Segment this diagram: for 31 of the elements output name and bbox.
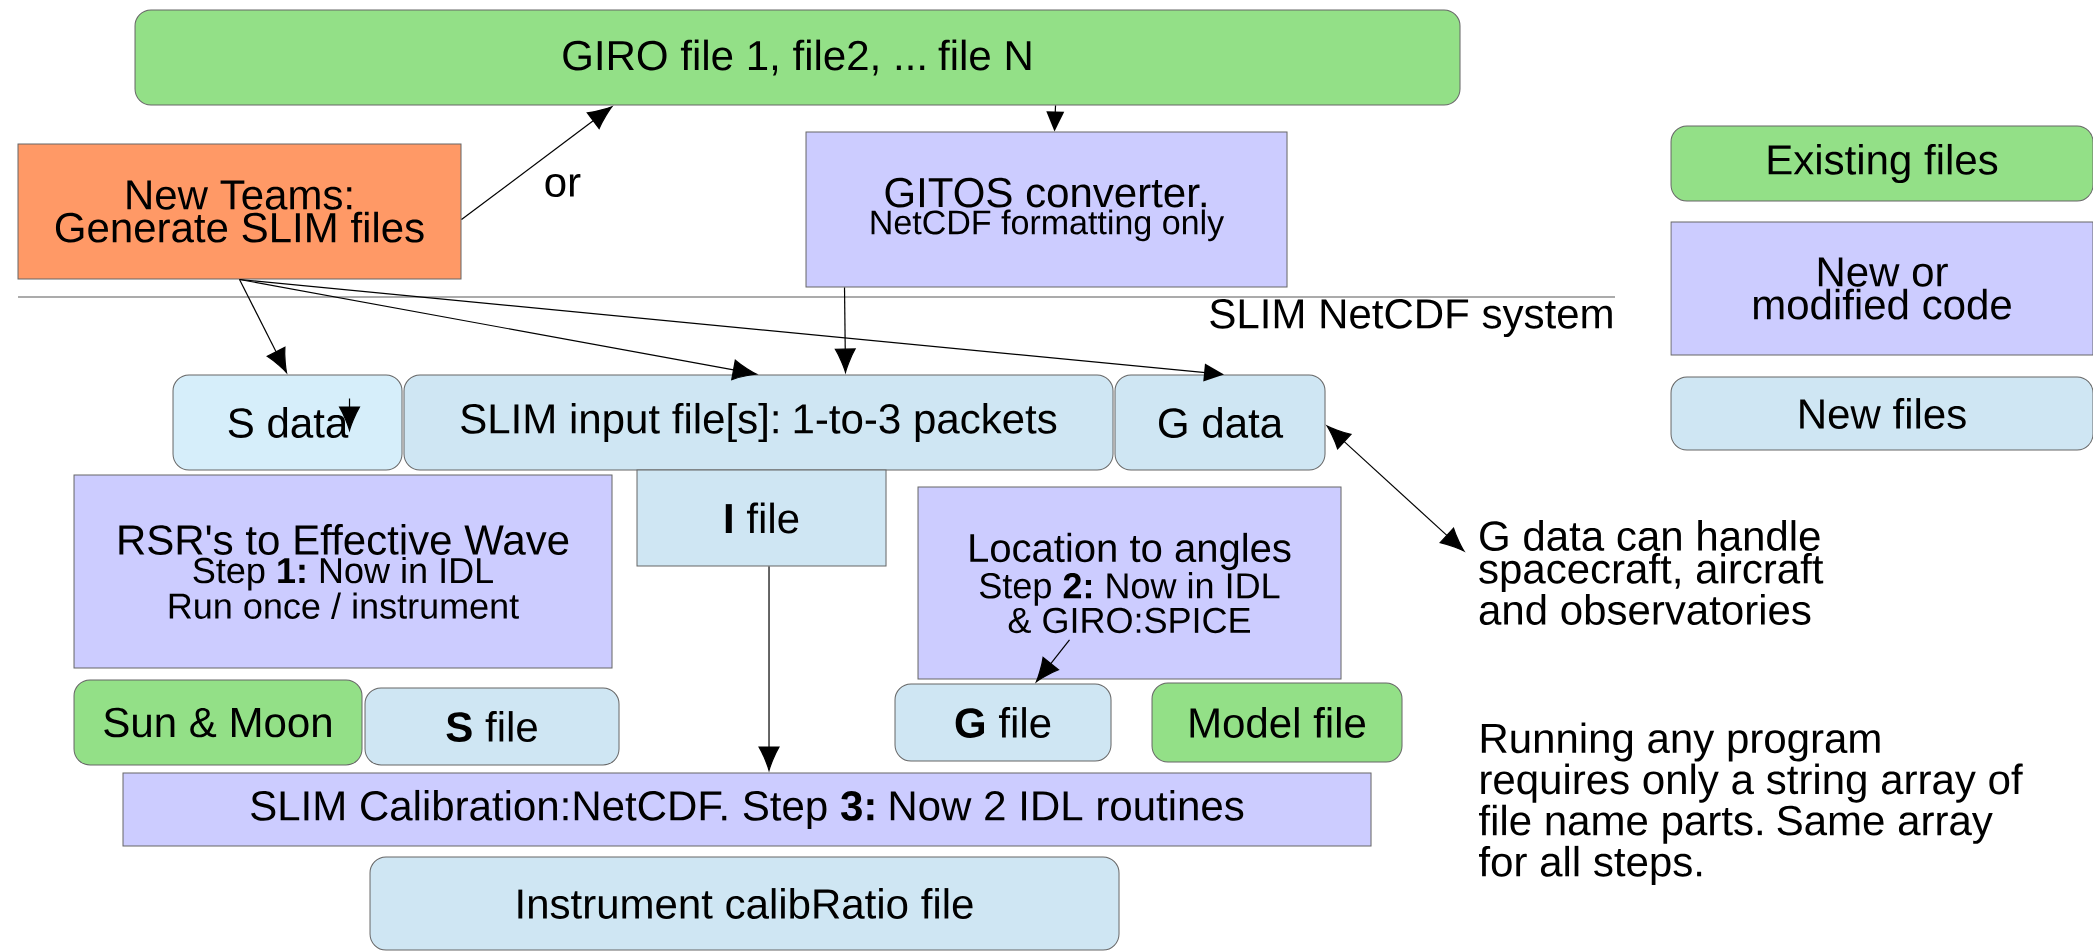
- arrow: [339, 397, 360, 431]
- arrow: [238, 278, 1224, 382]
- file-box: I file: [636, 469, 887, 567]
- file-box: S data: [172, 374, 403, 471]
- arrow: [238, 278, 757, 381]
- note-text: Running any program requires only a string array of file name parts. Same array for all steps.: [1479, 722, 2023, 885]
- file-box: Sun & Moon: [73, 679, 363, 766]
- arrow: [834, 286, 856, 373]
- note-text: G data can handle spacecraft, aircraft and observatories: [1479, 520, 1824, 625]
- file-box: G data: [1114, 374, 1326, 471]
- arrow: [1035, 639, 1071, 683]
- arrow: [1326, 425, 1465, 552]
- arrow: [1046, 104, 1065, 132]
- file-box: Model file: [1151, 682, 1403, 763]
- legend-box: New files: [1670, 376, 2093, 451]
- code-box: Location to angles Step 2: Now in IDL & GIRO:SPICE: [917, 486, 1342, 680]
- code-box: RSR's to Effective Wave Step 1: Now in IDL Run once / instrument: [73, 474, 613, 669]
- edge-label: or: [541, 172, 584, 199]
- file-box: G file: [894, 683, 1112, 762]
- section-label: SLIM NetCDF system: [1210, 298, 1612, 337]
- file-box: GIRO file 1, file2, ... file N: [134, 9, 1461, 106]
- code-box: SLIM Calibration:NetCDF. Step 3: Now 2 IDL routines: [122, 772, 1372, 847]
- arrow: [238, 278, 288, 374]
- file-box: Instrument calibRatio file: [369, 856, 1120, 951]
- code-box: GITOS converter. NetCDF formatting only: [805, 131, 1288, 288]
- legend-box: New or modified code: [1670, 221, 2093, 356]
- arrow: [460, 106, 613, 221]
- process-box: New Teams: Generate SLIM files: [17, 143, 462, 280]
- legend-box: Existing files: [1670, 125, 2093, 202]
- arrow: [758, 565, 780, 771]
- file-box: S file: [364, 687, 620, 766]
